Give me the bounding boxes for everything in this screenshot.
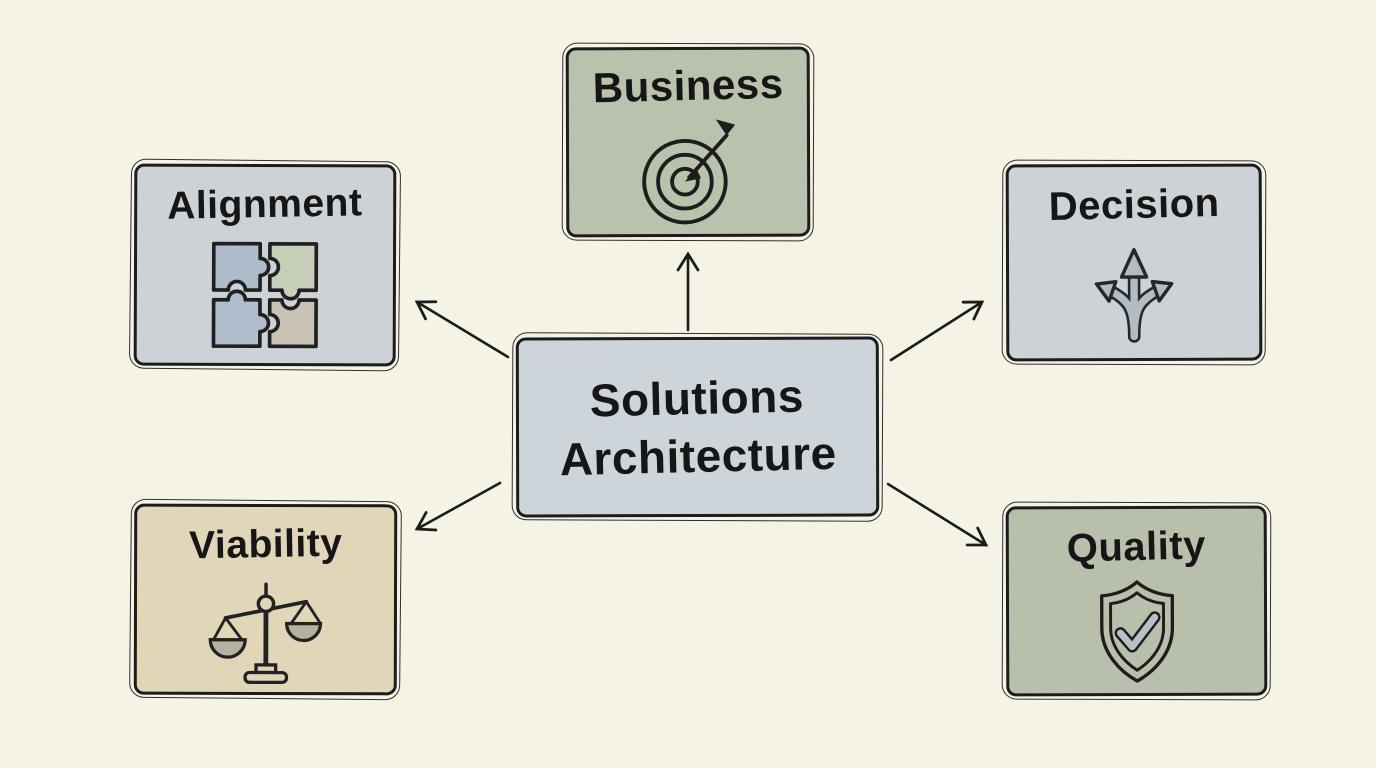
node-business-label: Business xyxy=(591,59,784,112)
node-center-label: Solutions Architecture xyxy=(558,366,838,487)
branching-arrows-icon xyxy=(1094,247,1174,343)
node-viability: Viability xyxy=(133,503,398,696)
puzzle-pieces-icon xyxy=(211,241,319,349)
node-business: Business xyxy=(565,46,811,238)
shield-check-icon xyxy=(1099,579,1174,683)
arrow-center-to-decision xyxy=(889,300,985,362)
node-quality: Quality xyxy=(1005,505,1268,697)
node-viability-label: Viability xyxy=(188,521,343,568)
node-center-label-line2: Architecture xyxy=(559,425,838,485)
node-alignment: Alignment xyxy=(133,163,397,367)
arrow-center-to-alignment xyxy=(414,300,510,359)
arrow-center-to-viability xyxy=(414,481,502,532)
node-quality-label: Quality xyxy=(1066,523,1207,571)
arrow-center-to-quality xyxy=(886,482,989,547)
node-decision: Decision xyxy=(1005,163,1263,362)
target-icon xyxy=(642,119,736,225)
node-alignment-label: Alignment xyxy=(167,181,364,228)
node-center-label-line1: Solutions xyxy=(589,368,805,427)
node-decision-label: Decision xyxy=(1047,180,1220,230)
balance-scale-icon xyxy=(208,581,322,684)
node-solutions-architecture: Solutions Architecture xyxy=(515,336,880,518)
